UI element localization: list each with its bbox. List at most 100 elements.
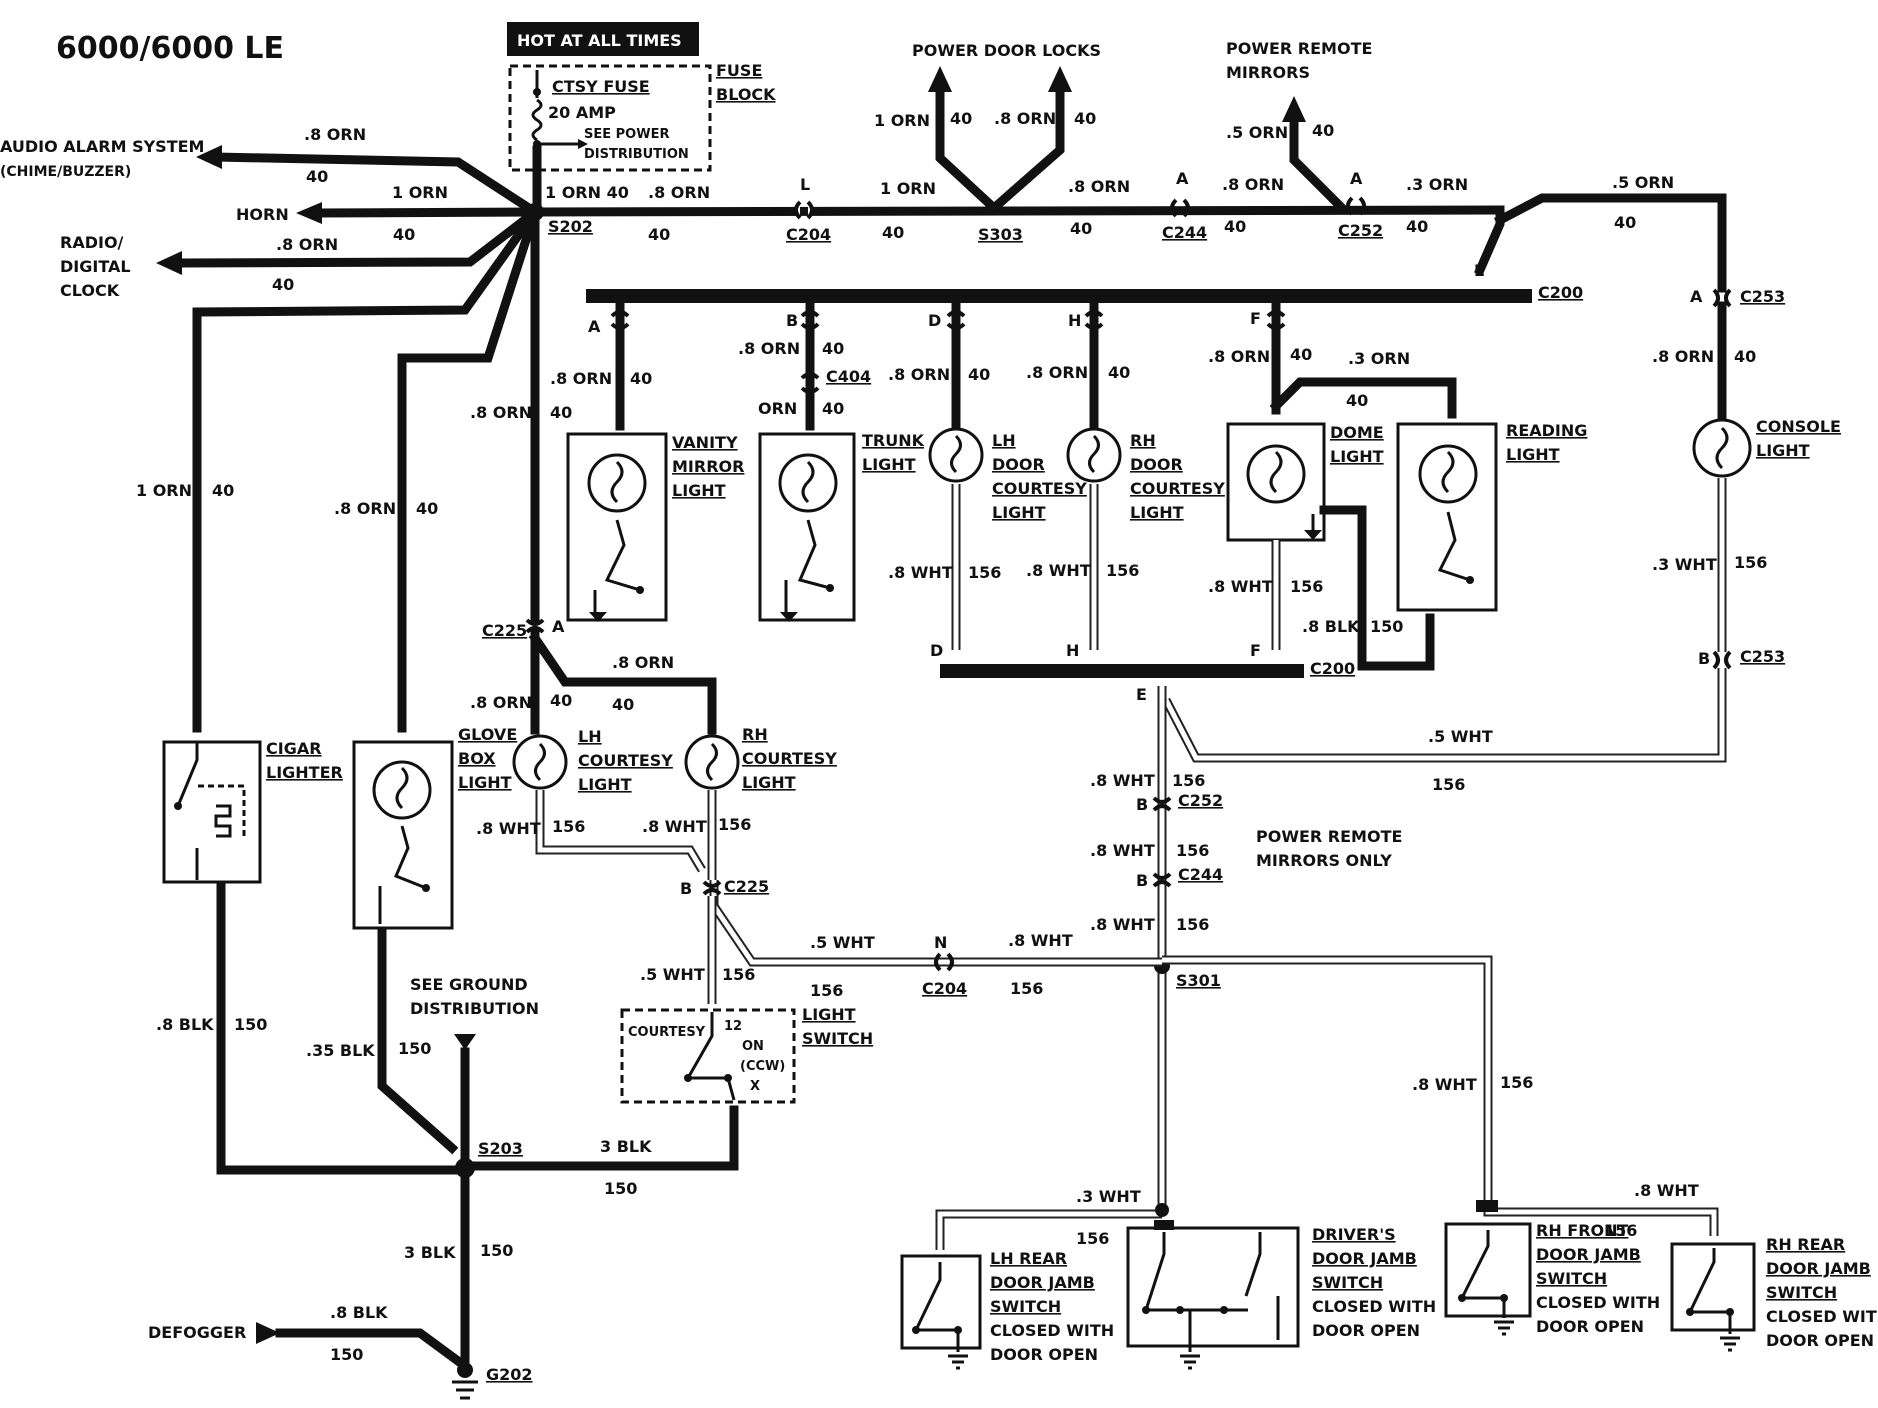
trunk-wire-circuit-top: 40 [822, 339, 844, 358]
console-return-circuit: 156 [1432, 775, 1465, 794]
c252-bot-pin: B [1136, 795, 1148, 814]
prm-only-label-1: POWER REMOTE [1256, 827, 1402, 846]
wire-s202-circuit: 40 [648, 225, 670, 244]
lhdoor-wht-gauge: .8 WHT [888, 563, 953, 582]
cigar-element-icon [214, 804, 232, 838]
rhrear-label-5: DOOR OPEN [1766, 1331, 1874, 1350]
cigar-blk-gauge: .8 BLK [156, 1015, 214, 1034]
defogger-arrow-icon [256, 1322, 280, 1344]
s203-switch-circuit: 150 [604, 1179, 637, 1198]
wire-defogger [275, 1328, 469, 1371]
rhdoor-wire-gauge: .8 ORN [1026, 363, 1088, 382]
rhfront-label-1: RH FRONT [1536, 1221, 1629, 1240]
trunk-wht-circuit-2: 156 [1176, 841, 1209, 860]
wire-c252-gauge: .3 ORN [1406, 175, 1468, 194]
trunk-wht-gauge-3: .8 WHT [1090, 915, 1155, 934]
switch-ccw-label: (CCW) [740, 1059, 785, 1074]
console-wht-gauge: .3 WHT [1652, 555, 1717, 574]
fuse-rating: 20 AMP [548, 103, 616, 122]
wire-prm [1289, 115, 1347, 213]
wire-reading-feed [1269, 377, 1457, 419]
rhcourtesy-label-3: LIGHT [742, 773, 796, 792]
vanity-label-3: LIGHT [672, 481, 726, 500]
wire-reading-return [1319, 505, 1367, 537]
radio-label-3: CLOCK [60, 281, 120, 300]
wire-s303-circuit: 40 [1070, 219, 1092, 238]
connector-c244-top [1170, 198, 1190, 218]
glove-label-2: BOX [458, 749, 496, 768]
switch-pin-12: 12 [724, 1019, 742, 1034]
rhdoor-wire-circuit: 40 [1108, 363, 1130, 382]
cigar-lighter-box [162, 740, 262, 884]
fuse-note-2: DISTRIBUTION [584, 147, 689, 162]
audio-alarm-label-1: AUDIO ALARM SYSTEM [0, 137, 204, 156]
rhrear-label-3: SWITCH [1766, 1283, 1837, 1302]
diagram-title: 6000/6000 LE [56, 31, 284, 66]
trunk-wire-gauge-top: .8 ORN [738, 339, 800, 358]
ground-note-2: DISTRIBUTION [410, 999, 539, 1018]
c244-top-label: C244 [1162, 223, 1207, 242]
s203-g202-circuit: 150 [480, 1241, 513, 1260]
arrow-horn [296, 202, 322, 224]
c225-bot-pin: B [680, 879, 692, 898]
switch-x-label: X [750, 1079, 760, 1094]
lightswitch-label-2: SWITCH [802, 1029, 873, 1048]
switch-on-label: ON [742, 1039, 764, 1054]
cigar-label-1: CIGAR [266, 739, 322, 758]
s301-left-gauge: .8 WHT [1008, 931, 1073, 950]
s301-label: S301 [1176, 971, 1221, 990]
connector-c252-top [1346, 196, 1366, 216]
lhdoor-label-2: DOOR [992, 455, 1045, 474]
wire-reading-blk [1357, 515, 1435, 671]
rhcourtesy-label-2: COURTESY [742, 749, 837, 768]
c404-label: C404 [826, 367, 871, 386]
lhcourtesy-label-1: LH [578, 727, 602, 746]
wire-cigar-feed [192, 205, 542, 733]
rhdoor-wht-circuit: 156 [1106, 561, 1139, 580]
switch-wht-gauge: .5 WHT [640, 965, 705, 984]
rhrear-label-4: CLOSED WITH [1766, 1307, 1878, 1326]
prm-label-1: POWER REMOTE [1226, 39, 1372, 58]
lightswitch-label-1: LIGHT [802, 1005, 856, 1024]
rhfront-ground-icon [1494, 1320, 1514, 1336]
driver-switch-box [1126, 1226, 1300, 1348]
c200-e-pin-bot: E [1136, 685, 1147, 704]
wire-c252-circuit: 40 [1406, 217, 1428, 236]
glove-blk-circuit: 150 [398, 1039, 431, 1058]
arrow-radio [156, 251, 182, 275]
rhfront-label-5: DOOR OPEN [1536, 1317, 1644, 1336]
c204-bot-pin: N [934, 933, 947, 952]
rhdoor-label-1: RH [1130, 431, 1156, 450]
rhdoor-wht-gauge: .8 WHT [1026, 561, 1091, 580]
c252-bot-label: C252 [1178, 791, 1223, 810]
trunk-ground-icon [780, 612, 798, 622]
horn-label: HORN [236, 205, 289, 224]
wire-horn [315, 207, 540, 218]
wire-radio-circuit: 40 [272, 275, 294, 294]
driver-label-2: DOOR JAMB [1312, 1249, 1417, 1268]
wire-rhcourtesy-feed [528, 631, 717, 735]
rhcourtesy-feed-gauge: .8 ORN [612, 653, 674, 672]
cigar-label-2: LIGHTER [266, 763, 343, 782]
lhrear-label-4: CLOSED WITH [990, 1321, 1114, 1340]
c244-top-pin: A [1176, 169, 1189, 188]
s301-left-circuit: 156 [1010, 979, 1043, 998]
driver-ground-icon [1180, 1354, 1200, 1370]
wire-glove-feed [397, 206, 541, 733]
lhcourtesy-wht-gauge: .8 WHT [476, 819, 541, 838]
lhrear-label-1: LH REAR [990, 1249, 1067, 1268]
wire-pdl-right-gauge: .8 ORN [994, 109, 1056, 128]
wire-cigar-circuit: 40 [212, 481, 234, 500]
vanity-pin: A [588, 317, 601, 336]
c225-top-label: C225 [482, 621, 527, 640]
vanity-label-1: VANITY [672, 433, 738, 452]
dome-wire-gauge: .8 ORN [1208, 347, 1270, 366]
arrow-pdl-right [1048, 66, 1072, 92]
pdl-label: POWER DOOR LOCKS [912, 41, 1101, 60]
rhfront-label-3: SWITCH [1536, 1269, 1607, 1288]
wire-radio [175, 205, 542, 268]
c204-top-label: C204 [786, 225, 831, 244]
wire-pdl-right [987, 85, 1065, 215]
vanity-ground-icon [589, 612, 607, 622]
dome-pin-bot: F [1250, 641, 1261, 660]
